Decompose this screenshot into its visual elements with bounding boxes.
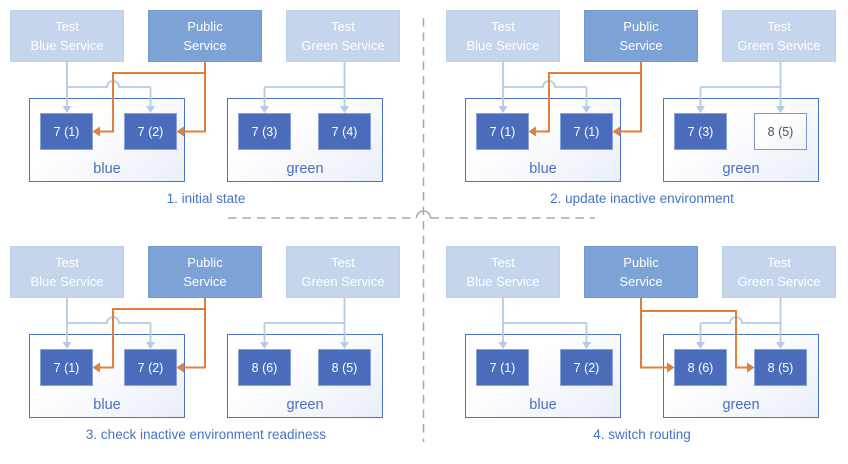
environment-label: green <box>722 161 760 177</box>
route-line <box>620 62 642 133</box>
service-label-line: Blue Service <box>30 38 104 53</box>
pod: 8 (5) <box>754 349 807 386</box>
environment-label: green <box>286 397 324 413</box>
pod: 8 (5) <box>754 113 807 150</box>
service-label-line: Test <box>767 254 791 270</box>
service-label-line: Service <box>183 274 227 289</box>
pod: 7 (2) <box>560 349 613 386</box>
test-blue-service-box: Test Blue Service <box>10 246 124 298</box>
quadrant-update-inactive-environment: blue green <box>436 0 848 228</box>
route-line-with-hop <box>67 80 151 88</box>
service-label-line: Green Service <box>301 274 385 289</box>
service-label-line: Test <box>331 254 355 270</box>
quadrant-check-inactive-environment-readiness: blue green <box>0 236 424 464</box>
test-blue-service-box: Test Blue Service <box>10 10 124 62</box>
service-label-line: Green Service <box>737 38 821 53</box>
pod: 7 (3) <box>674 113 727 150</box>
service-label-line: Blue Service <box>30 274 104 289</box>
service-label-line: Public <box>187 254 223 270</box>
route-line-with-hop <box>503 80 587 88</box>
test-green-service-box: Test Green Service <box>722 246 836 298</box>
environment-label: blue <box>93 161 121 177</box>
pod: 7 (1) <box>560 113 613 150</box>
service-label-line: Service <box>183 38 227 53</box>
service-label-line: Test <box>491 254 515 270</box>
route-line-with-hop <box>67 316 151 324</box>
environment-label: green <box>286 161 324 177</box>
pod: 7 (2) <box>124 349 177 386</box>
route-line <box>184 62 206 133</box>
step-caption: 1. initial state <box>166 191 246 206</box>
quadrant-switch-routing: blue green <box>436 236 848 464</box>
test-green-service-box: Test Green Service <box>286 10 400 62</box>
environment-label: blue <box>529 161 557 177</box>
test-blue-service-box: Test Blue Service <box>446 10 560 62</box>
service-label-line: Public <box>187 18 223 34</box>
route-line <box>184 298 206 369</box>
public-service-box: Public Service <box>148 10 262 62</box>
environment-label: green <box>722 397 760 413</box>
pod: 8 (6) <box>674 349 727 386</box>
public-service-box: Public Service <box>148 246 262 298</box>
pod: 7 (2) <box>124 113 177 150</box>
service-label-line: Test <box>55 18 79 34</box>
step-caption: 3. check inactive environment readiness <box>85 427 327 442</box>
service-label-line: Blue Service <box>466 274 540 289</box>
test-blue-service-box: Test Blue Service <box>446 246 560 298</box>
pod: 7 (1) <box>476 113 529 150</box>
service-label-line: Public <box>623 18 659 34</box>
pod: 7 (4) <box>318 113 371 150</box>
pod: 7 (3) <box>238 113 291 150</box>
service-label-line: Green Service <box>737 274 821 289</box>
pod: 7 (1) <box>40 349 93 386</box>
step-caption: 2. update inactive environment <box>550 191 734 206</box>
service-label-line: Service <box>619 274 663 289</box>
service-label-line: Test <box>55 254 79 270</box>
test-green-service-box: Test Green Service <box>286 246 400 298</box>
pod: 8 (6) <box>238 349 291 386</box>
route-line-with-hop <box>700 316 781 324</box>
pod: 7 (1) <box>476 349 529 386</box>
public-service-box: Public Service <box>584 10 698 62</box>
service-label-line: Green Service <box>301 38 385 53</box>
quadrant-initial-state: blue green <box>0 0 424 228</box>
pod: 7 (1) <box>40 113 93 150</box>
public-service-box: Public Service <box>584 246 698 298</box>
step-caption: 4. switch routing <box>593 427 691 442</box>
service-label-line: Blue Service <box>466 38 540 53</box>
service-label-line: Test <box>331 18 355 34</box>
environment-label: blue <box>93 397 121 413</box>
service-label-line: Test <box>491 18 515 34</box>
test-green-service-box: Test Green Service <box>722 10 836 62</box>
pod: 8 (5) <box>318 349 371 386</box>
service-label-line: Test <box>767 18 791 34</box>
service-label-line: Public <box>623 254 659 270</box>
environment-label: blue <box>529 397 557 413</box>
service-label-line: Service <box>619 38 663 53</box>
